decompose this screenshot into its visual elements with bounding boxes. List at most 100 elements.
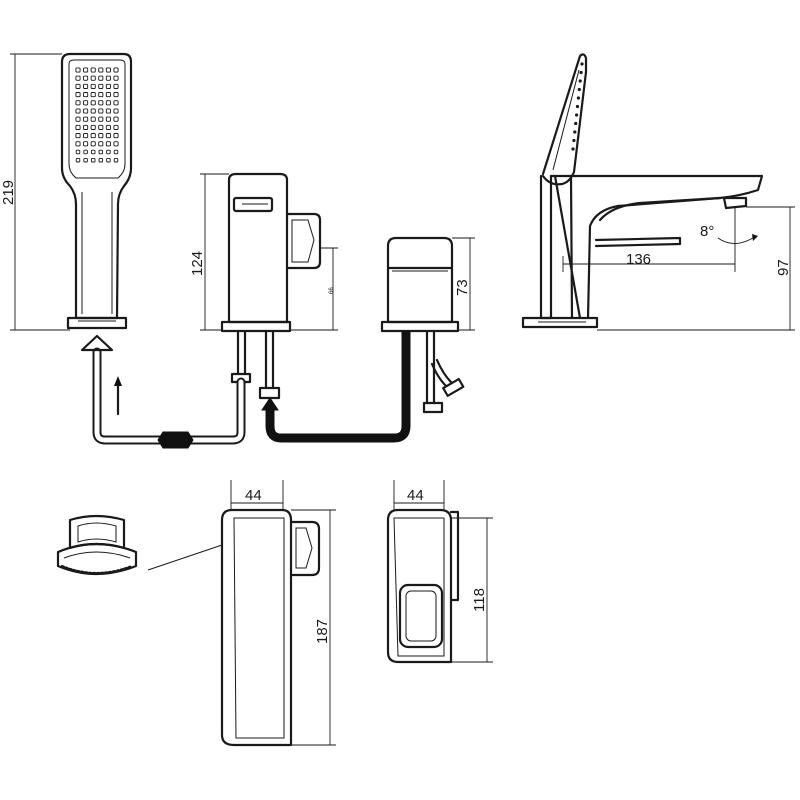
dim-44b-label: 44 [407,487,424,504]
spray-hole [90,67,96,73]
spray-hole [90,100,96,106]
spray-hole [98,83,104,89]
side-spray-hole [576,96,581,100]
spray-hole [113,149,119,155]
side-spray-hole [579,70,583,75]
spray-hole [90,141,96,147]
spray-hole [90,116,96,122]
spray-hole [98,133,104,139]
spray-hole [113,157,119,163]
side-spray-hole [575,104,580,109]
dim-mixer-top-width: 44 [230,480,284,510]
spray-hole [83,116,89,122]
spray-hole [75,157,81,163]
spray-hole [98,92,104,98]
spray-hole [83,100,89,106]
dim-44a-label: 44 [245,487,262,504]
dim-handshower-height: 219 [0,53,70,331]
spray-hole [113,108,119,114]
spray-hole [98,116,104,122]
side-spray-hole [574,121,578,126]
spray-hole [105,124,111,130]
spray-hole [75,83,81,89]
spray-hole [105,67,111,73]
spray-hole [90,108,96,114]
shower-hose [92,347,246,449]
spray-hole [83,75,89,81]
spray-hole [90,83,96,89]
spray-hole [75,100,81,106]
dim-spout-height: 97 [597,206,795,331]
dim-187-label: 187 [314,619,331,644]
dim-mixer-small: 66 [290,247,338,331]
spray-hole [105,116,111,122]
diverter-top [386,508,460,664]
handshower-front [60,52,133,330]
spray-hole [83,133,89,139]
spray-hole [113,124,119,130]
dim-spout-reach: 136 [562,206,736,272]
spray-hole [105,92,111,98]
spray-hole [75,124,81,130]
spray-hole [75,75,81,81]
dim-124-label: 124 [189,251,206,276]
spray-hole [83,92,89,98]
spray-hole [75,67,81,73]
leader-line [147,544,223,571]
spray-hole [106,157,111,163]
side-spray-holes [571,62,584,151]
spray-hole [90,133,96,139]
spray-hole [90,149,96,155]
spray-hole [98,157,104,163]
side-spray-hole [573,130,577,134]
dim-spout-angle: 8° [700,223,758,244]
spray-hole [90,157,96,163]
spray-hole [75,92,81,98]
dim-diverter-height: 73 [452,237,475,331]
spray-hole [83,124,89,130]
spray-hole [113,100,119,106]
mixer-front [220,172,322,400]
dim-73-label: 73 [454,279,471,296]
spray-hole [105,100,111,106]
spray-hole [98,149,104,155]
spray-hole [83,83,89,89]
flow-arrow-icon [80,334,122,416]
spray-hole [75,116,81,122]
side-spray-hole [572,138,576,143]
spray-hole [113,83,119,89]
spray-hole [90,92,96,98]
spray-hole [113,75,119,81]
dim-mixer-top-length: 187 [291,509,336,746]
spout-side [521,53,764,329]
spray-hole [83,157,88,163]
spray-hole [98,100,104,106]
spray-hole [75,133,81,139]
dim-118-label: 118 [471,588,488,612]
diverter-front [380,236,465,414]
spray-hole [105,83,111,89]
dim-angle-label: 8° [700,223,714,240]
spray-hole [105,108,111,114]
dim-diverter-top-length: 118 [451,517,493,663]
spray-hole [98,141,104,147]
side-spray-hole [580,62,584,66]
spray-hole [90,75,96,81]
side-spray-hole [578,79,582,83]
dim-136-label: 136 [626,251,651,268]
spray-hole [83,108,89,114]
dim-97-label: 97 [775,259,792,276]
spray-hole [113,67,119,73]
spray-hole [105,75,111,81]
hot-hose [261,331,411,443]
spray-hole [83,149,88,155]
dim-66-label: 66 [329,287,335,294]
spray-hole [83,67,89,73]
spray-hole [113,141,119,147]
spray-hole [75,108,81,114]
aerator-icon [56,514,138,576]
spray-hole [113,92,119,98]
side-spray-hole [571,147,575,151]
spray-hole [75,141,81,147]
